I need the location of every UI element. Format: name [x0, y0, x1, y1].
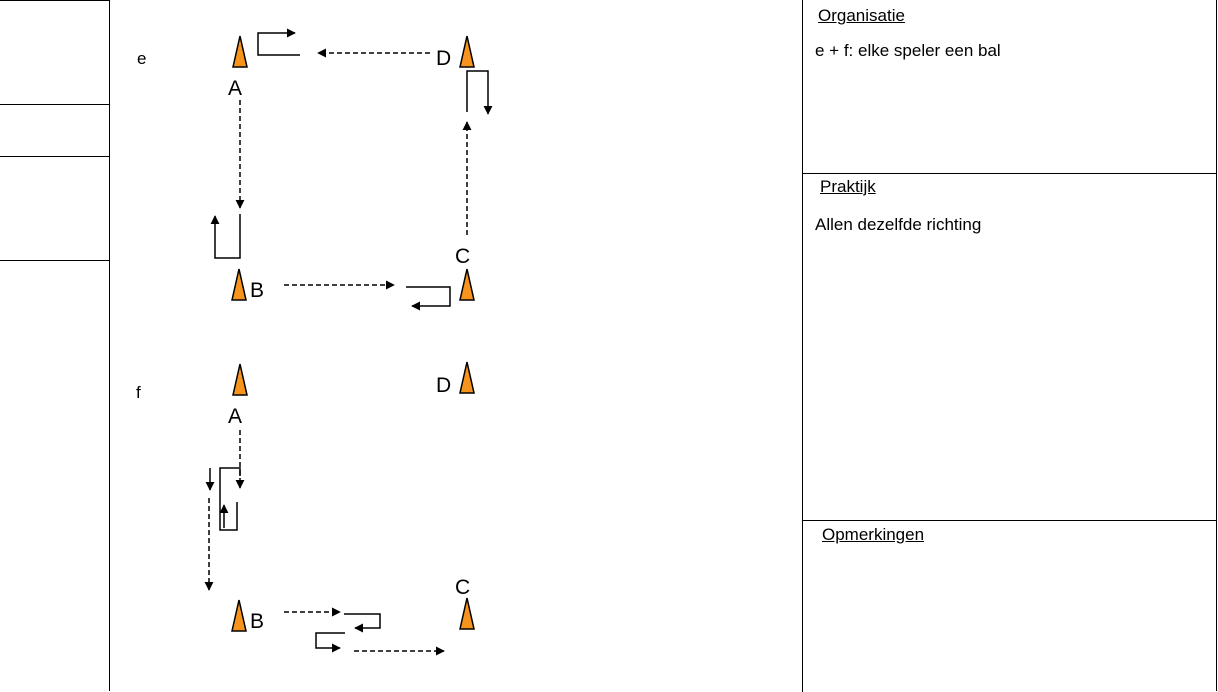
drill-diagram: e f A D B C A D B C	[136, 28, 493, 656]
turn-arrow	[466, 70, 493, 115]
organisatie-title: Organisatie	[818, 6, 905, 25]
turn-arrow	[344, 613, 381, 633]
praktijk-text: Allen dezelfde richting	[815, 215, 982, 234]
opmerkingen-title: Opmerkingen	[822, 525, 925, 544]
organisatie-text: e + f: elke speler een bal	[815, 41, 1001, 60]
drill-card-frame	[109, 0, 1217, 691]
section-f-label: f	[136, 383, 141, 402]
cone-icon	[232, 363, 248, 396]
turn-arrow	[210, 214, 241, 259]
cone-icon	[232, 35, 248, 68]
cone-label-a: A	[228, 77, 242, 100]
cone-label-c: C	[455, 576, 470, 599]
section-e-label: e	[137, 49, 146, 68]
cone-label-d: D	[436, 374, 451, 397]
panel-separator-2	[802, 520, 1217, 521]
cone-label-c: C	[455, 245, 470, 268]
left-box-bottom	[0, 156, 110, 261]
cone-icon	[459, 35, 475, 68]
left-box-top	[0, 0, 110, 105]
cone-label-a: A	[228, 405, 242, 428]
turn-arrow	[315, 632, 345, 653]
cone-label-b: B	[250, 279, 264, 302]
cone-icon	[459, 597, 475, 630]
cone-icon	[231, 599, 247, 632]
cone-icon	[459, 361, 475, 394]
cone-label-b: B	[250, 610, 264, 633]
panel-divider	[802, 0, 803, 692]
cone-label-d: D	[436, 47, 451, 70]
turn-arrow	[257, 28, 300, 56]
panel-separator-1	[802, 173, 1217, 174]
turn-arrow	[406, 286, 451, 311]
cone-icon	[459, 268, 475, 301]
praktijk-title: Praktijk	[820, 177, 876, 196]
cone-icon	[231, 268, 247, 301]
turn-arrow	[219, 467, 241, 531]
